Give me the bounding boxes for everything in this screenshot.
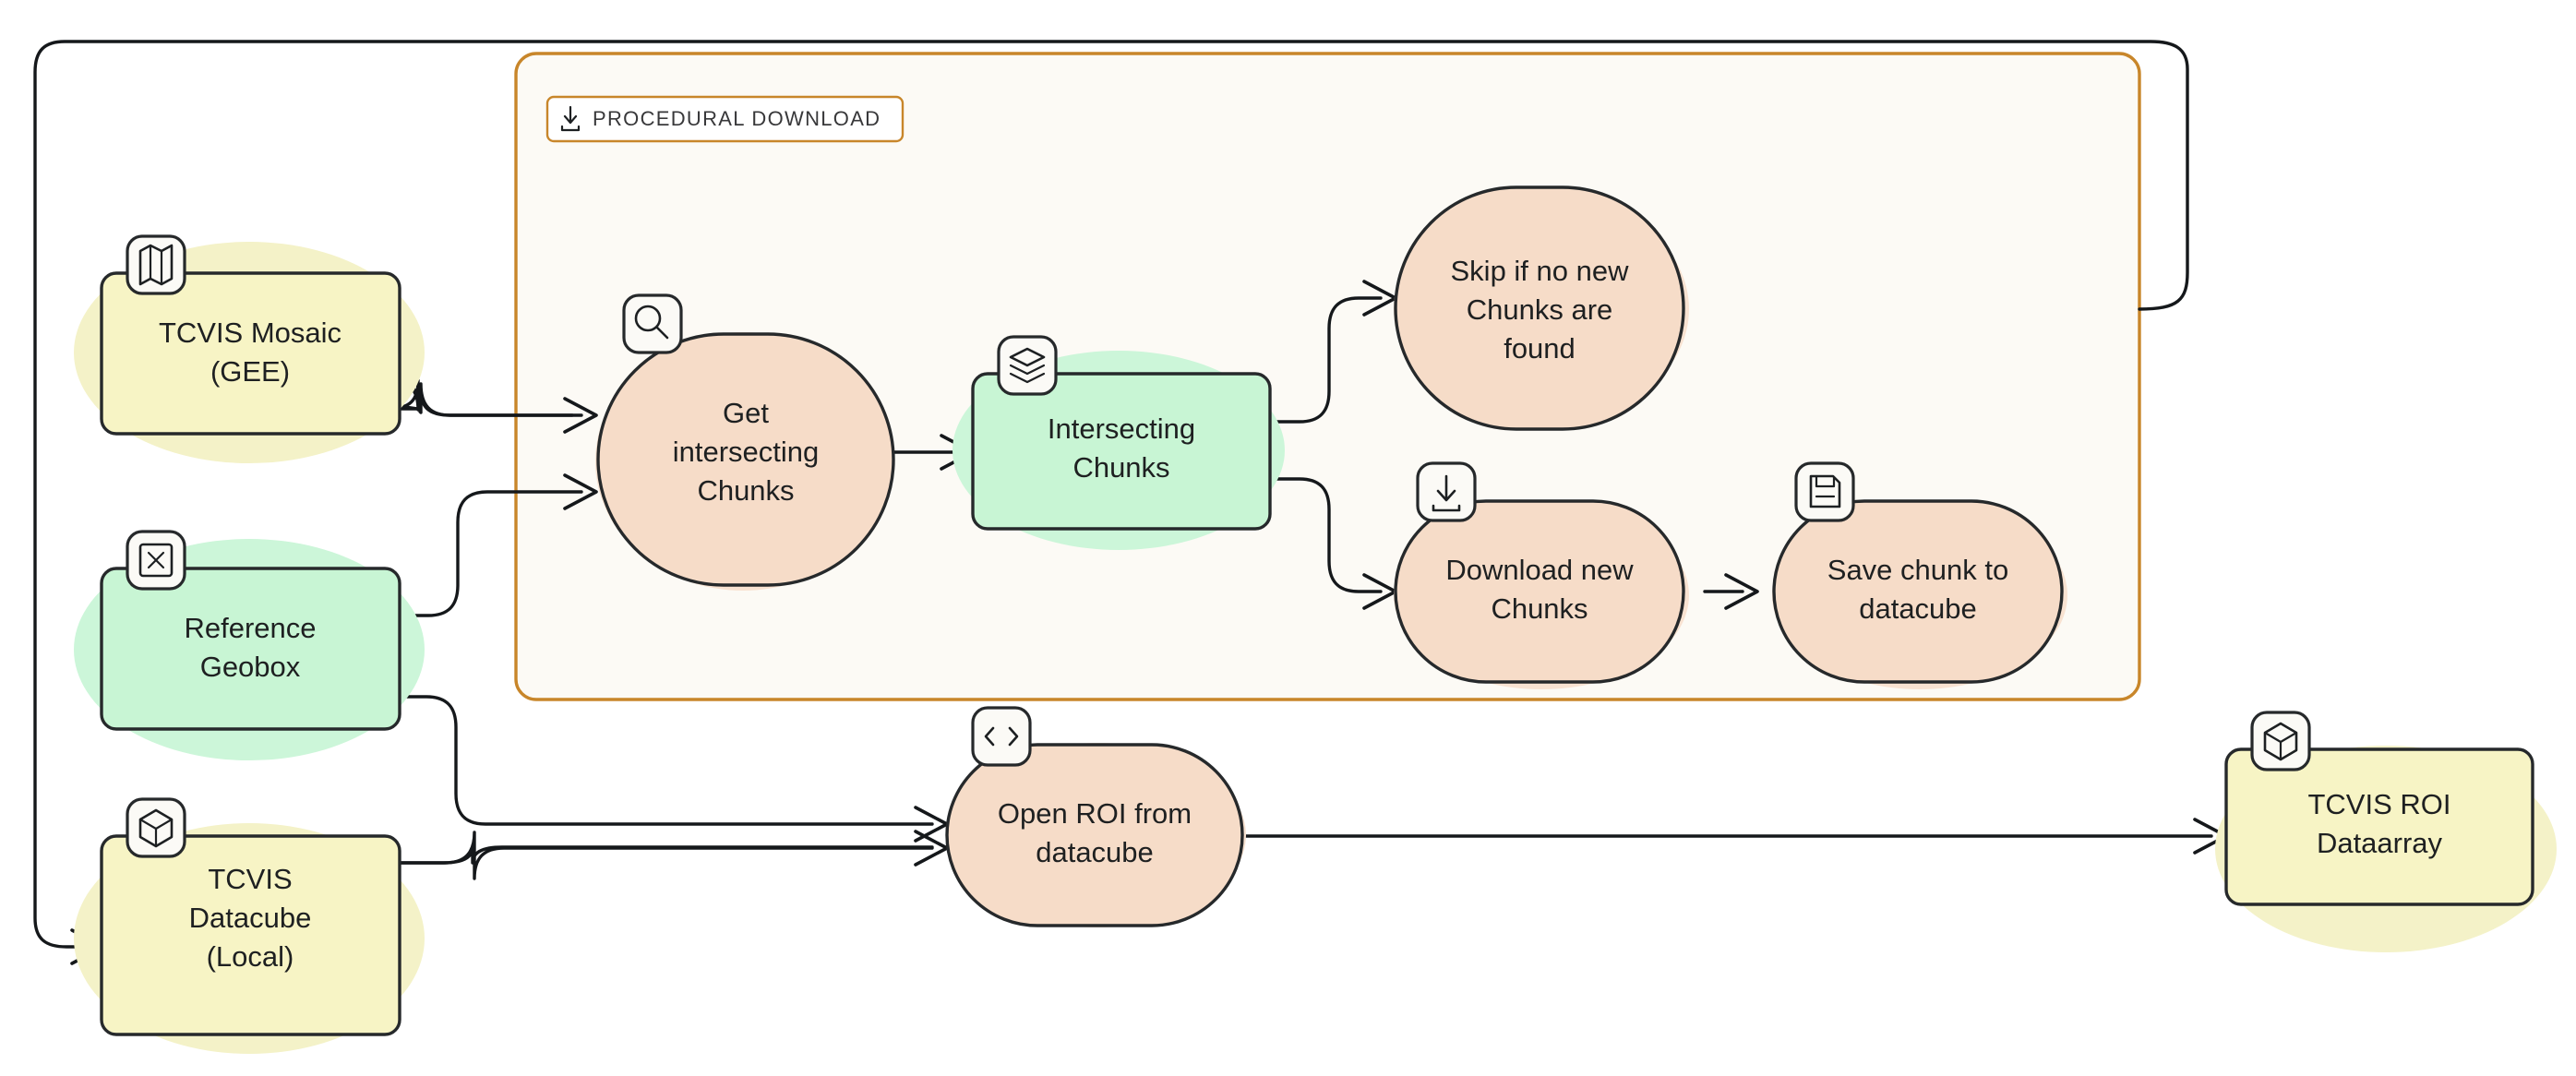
node-get-intersecting-chunks-body[interactable]: [596, 332, 895, 587]
node-skip-if-no-new-chunks-line-1: Chunks are: [1467, 293, 1613, 326]
download-icon: [560, 105, 581, 132]
arrowhead-mosaic-to-get-chunks: [563, 397, 598, 434]
arrowhead-geobox-to-get-chunks: [563, 473, 598, 510]
node-skip-if-no-new-chunks-line-0: Skip if no new: [1451, 255, 1630, 287]
node-reference-geobox-body[interactable]: [100, 567, 401, 731]
node-reference-geobox-line-1: Geobox: [200, 651, 301, 683]
save-icon: [1794, 461, 1855, 522]
node-reference-geobox[interactable]: Reference Geobox: [100, 530, 401, 731]
node-intersecting-chunks-body[interactable]: [971, 372, 1272, 531]
node-tcvis-datacube-local-body[interactable]: [100, 834, 401, 1036]
node-open-roi-from-datacube[interactable]: Open ROI from datacube: [945, 706, 1244, 927]
search-icon: [622, 293, 683, 354]
node-tcvis-roi-dataarray[interactable]: TCVIS ROI Dataarray: [2224, 711, 2534, 906]
node-download-new-chunks[interactable]: Download new Chunks: [1394, 461, 1685, 684]
node-get-intersecting-chunks-line-0: Get: [723, 397, 769, 429]
node-skip-if-no-new-chunks[interactable]: Skip if no new Chunks are found: [1394, 185, 1685, 431]
node-skip-if-no-new-chunks-body[interactable]: [1394, 185, 1685, 431]
edge-geobox-to-get-chunks: [222, 490, 583, 617]
node-reference-geobox-line-0: Reference: [184, 612, 316, 644]
node-open-roi-from-datacube-line-1: datacube: [1036, 836, 1154, 868]
subgraph-title-chip: PROCEDURAL DOWNLOAD: [545, 95, 905, 143]
download-icon: [1416, 461, 1477, 522]
edge-geobox-to-open-roi: [222, 695, 934, 826]
node-save-chunk-to-datacube-body[interactable]: [1772, 499, 2064, 684]
node-tcvis-roi-dataarray-body[interactable]: [2224, 747, 2534, 906]
node-tcvis-mosaic-gee[interactable]: TCVIS Mosaic (GEE): [100, 234, 401, 436]
node-open-roi-from-datacube-body[interactable]: [945, 743, 1244, 927]
node-tcvis-mosaic-gee-body[interactable]: [100, 271, 401, 436]
node-download-new-chunks-line-1: Chunks: [1491, 592, 1588, 625]
node-intersecting-chunks-line-1: Chunks: [1072, 451, 1169, 484]
node-tcvis-datacube-local-line-1: Datacube: [189, 902, 312, 934]
cube-icon: [2250, 711, 2311, 771]
code-icon: [971, 706, 1032, 767]
node-tcvis-datacube-local[interactable]: TCVIS Datacube (Local): [100, 797, 401, 1036]
node-save-chunk-to-datacube[interactable]: Save chunk to datacube: [1772, 461, 2064, 684]
edge-save-chunk-to-tcvis-datacube: [33, 40, 2189, 949]
map-icon: [126, 234, 186, 295]
node-intersecting-chunks[interactable]: Intersecting Chunks: [971, 335, 1272, 531]
node-download-new-chunks-line-0: Download new: [1445, 554, 1634, 586]
node-tcvis-roi-dataarray-line-0: TCVIS ROI: [2307, 788, 2450, 820]
node-download-new-chunks-body[interactable]: [1394, 499, 1685, 684]
node-get-intersecting-chunks-line-1: intersecting: [673, 436, 820, 468]
node-open-roi-from-datacube-line-0: Open ROI from: [998, 797, 1192, 830]
node-tcvis-datacube-local-line-0: TCVIS: [208, 863, 292, 895]
node-get-intersecting-chunks[interactable]: Get intersecting Chunks: [596, 293, 895, 587]
layers-icon: [997, 335, 1058, 396]
boxed-x-icon: [126, 530, 186, 591]
node-tcvis-mosaic-gee-line-0: TCVIS Mosaic: [159, 317, 341, 349]
edge-intersecting-to-download: [1267, 477, 1383, 593]
node-save-chunk-to-datacube-line-0: Save chunk to: [1827, 554, 2008, 586]
node-save-chunk-to-datacube-line-1: datacube: [1859, 592, 1977, 625]
node-skip-if-no-new-chunks-line-2: found: [1504, 332, 1576, 365]
node-get-intersecting-chunks-line-2: Chunks: [697, 474, 794, 507]
node-tcvis-roi-dataarray-line-1: Dataarray: [2317, 827, 2443, 859]
edge-intersecting-to-skip: [1267, 296, 1383, 424]
subgraph-title-text: PROCEDURAL DOWNLOAD: [593, 107, 881, 130]
cube-icon: [126, 797, 186, 858]
node-intersecting-chunks-line-0: Intersecting: [1048, 412, 1195, 445]
arrowhead-download-to-save: [1724, 573, 1759, 610]
node-tcvis-mosaic-gee-line-1: (GEE): [210, 355, 290, 388]
node-tcvis-datacube-local-line-2: (Local): [207, 940, 294, 973]
subgraph-title-chip-bg: [545, 95, 905, 143]
edge-datacube-to-open-roi-main: [222, 831, 934, 880]
